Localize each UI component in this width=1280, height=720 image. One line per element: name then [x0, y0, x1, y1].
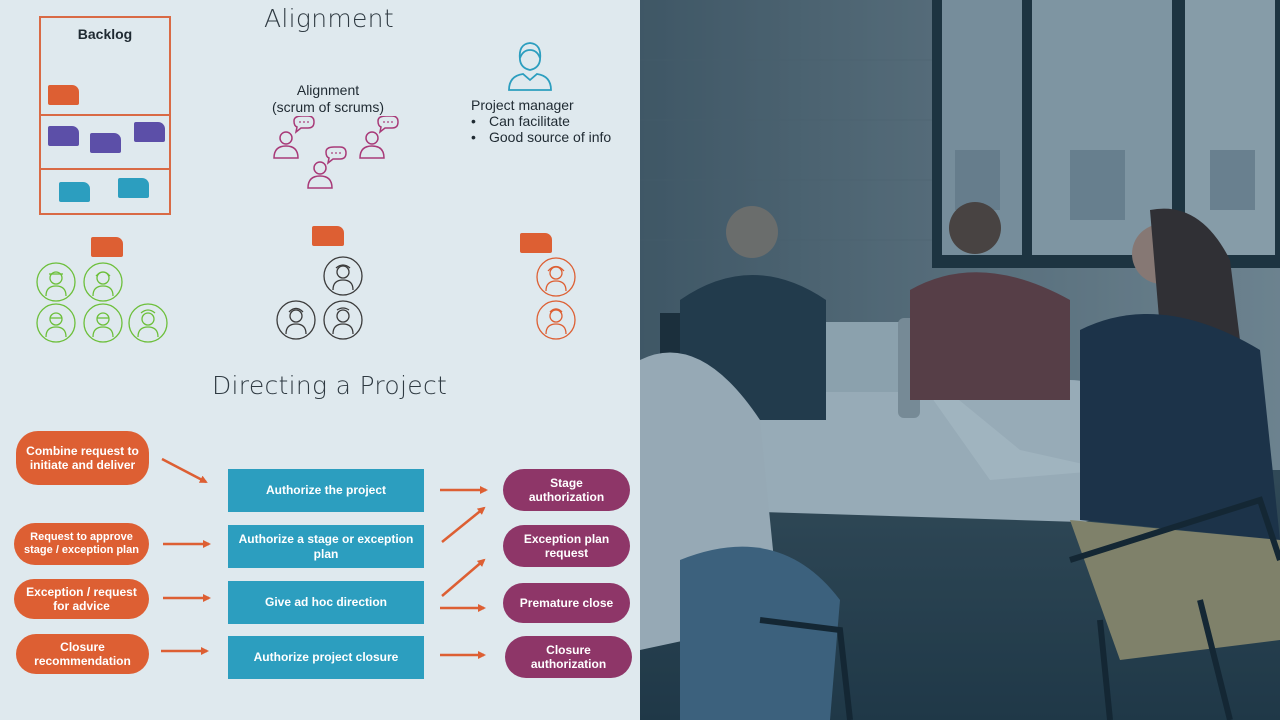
team-card [91, 237, 123, 257]
backlog-card [118, 178, 149, 198]
meeting-photo [640, 0, 1280, 720]
scrum-label-line2: (scrum of scrums) [272, 99, 384, 115]
output-closure-authorization: Closure authorization [505, 636, 632, 678]
diagram-panel: Alignment Backlog Alignment (scrum of sc… [0, 0, 640, 720]
backlog-card [90, 133, 121, 153]
backlog-divider [41, 114, 169, 116]
alignment-title: Alignment [264, 4, 394, 33]
input-request-approve-stage: Request to approve stage / exception pla… [14, 523, 149, 565]
output-exception-plan-request: Exception plan request [503, 525, 630, 567]
pm-point: Can facilitate [471, 113, 611, 129]
activity-ad-hoc-direction: Give ad hoc direction [228, 581, 424, 624]
meeting-photo-image [640, 0, 1280, 720]
output-stage-authorization: Stage authorization [503, 469, 630, 511]
input-closure-recommendation: Closure recommendation [16, 634, 149, 674]
flow-arrows [161, 457, 488, 659]
arrow [441, 506, 486, 543]
activity-authorize-project: Authorize the project [228, 469, 424, 512]
activity-authorize-closure: Authorize project closure [228, 636, 424, 679]
team-green-avatars [36, 262, 168, 343]
output-premature-close: Premature close [503, 583, 630, 623]
pm-list: Can facilitate Good source of info [471, 113, 611, 145]
team-card [312, 226, 344, 246]
pm-title: Project manager [471, 97, 574, 113]
backlog-card [59, 182, 90, 202]
backlog-divider [41, 168, 169, 170]
team-orange-avatars [536, 257, 576, 340]
arrow [441, 558, 486, 597]
input-exception-request: Exception / request for advice [14, 579, 149, 619]
backlog-card [134, 122, 165, 142]
pm-point: Good source of info [471, 129, 611, 145]
team-dark-avatars [276, 256, 363, 340]
directing-title: Directing a Project [212, 371, 448, 400]
scrum-label-line1: Alignment [296, 82, 360, 98]
backlog-board [39, 16, 171, 215]
input-combine-request: Combine request to initiate and deliver [16, 431, 149, 485]
backlog-card [48, 85, 79, 105]
backlog-label: Backlog [77, 26, 133, 42]
scrum-of-scrums-label: Alignment (scrum of scrums) [250, 82, 406, 116]
project-manager-icon [508, 42, 552, 91]
team-card [520, 233, 552, 253]
activity-authorize-stage: Authorize a stage or exception plan [228, 525, 424, 568]
backlog-card [48, 126, 79, 146]
arrow [161, 457, 208, 484]
scrum-people-icons [273, 116, 399, 189]
